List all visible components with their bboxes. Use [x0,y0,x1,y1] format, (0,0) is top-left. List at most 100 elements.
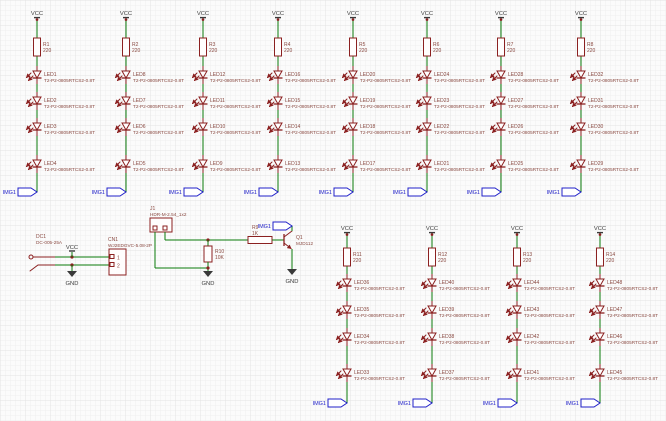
resistor-value-label[interactable]: 220 [359,48,368,54]
vcc-label[interactable]: VCC [272,11,284,17]
led-symbol[interactable] [341,66,358,84]
led-part-label[interactable]: T2-P2-0805RTCS2-0.8T [607,313,658,318]
port-label[interactable]: IMG1 [547,190,560,196]
vcc-label[interactable]: VCC [120,11,132,17]
led-symbol[interactable] [415,66,432,84]
q1-part-label[interactable]: MJD112 [296,241,313,246]
led-part-label[interactable]: T2-P2-0805RTCS2-0.8T [508,104,559,109]
led-part-label[interactable]: T2-P2-0805RTCS2-0.8T [360,167,411,172]
led-part-label[interactable]: T2-P2-0805RTCS2-0.8T [44,167,95,172]
header-part-label[interactable]: HDR-M-2.54_1x2 [150,212,187,217]
led-symbol[interactable] [25,155,42,173]
led-ref-label[interactable]: LED38 [439,334,455,340]
vcc-flag[interactable]: VCC [272,11,284,21]
resistor-value-label[interactable]: 220 [587,48,596,54]
led-symbol[interactable] [25,118,42,136]
vcc-flag[interactable]: VCC [421,11,433,21]
port-label[interactable]: IMG1 [483,401,496,407]
led-part-label[interactable]: T2-P2-0805RTCS2-0.8T [44,104,95,109]
vcc-flag[interactable]: VCC [66,245,78,252]
net-port[interactable]: IMG1 [258,221,293,231]
led-ref-label[interactable]: LED36 [354,280,370,286]
net-port[interactable]: IMG1 [547,187,582,197]
vcc-flag[interactable]: VCC [31,11,43,21]
port-label[interactable]: IMG1 [3,190,16,196]
port-label[interactable]: IMG1 [169,190,182,196]
net-port[interactable]: IMG1 [169,187,204,197]
led-part-label[interactable]: T2-P2-0805RTCS2-0.8T [434,104,485,109]
net-port[interactable]: IMG1 [483,398,518,408]
led-symbol[interactable] [505,274,522,292]
header-symbol[interactable] [149,217,173,233]
resistor-symbol[interactable] [343,247,351,267]
led-ref-label[interactable]: LED48 [607,280,623,286]
resistor-symbol[interactable] [577,37,585,57]
header-ref-label[interactable]: J1 [150,206,156,212]
led-symbol[interactable] [569,118,586,136]
net-port[interactable]: IMG1 [313,398,348,408]
led-symbol[interactable] [420,328,437,346]
led-symbol[interactable] [489,155,506,173]
led-part-label[interactable]: T2-P2-0805RTCS2-0.8T [285,167,336,172]
led-part-label[interactable]: T2-P2-0805RTCS2-0.8T [133,167,184,172]
led-ref-label[interactable]: LED15 [285,98,301,104]
vcc-flag[interactable]: VCC [575,11,587,21]
led-symbol[interactable] [266,155,283,173]
led-ref-label[interactable]: LED28 [508,72,524,78]
led-ref-label[interactable]: LED26 [508,124,524,130]
led-part-label[interactable]: T2-P2-0805RTCS2-0.8T [434,78,485,83]
led-part-label[interactable]: T2-P2-0805RTCS2-0.8T [588,130,639,135]
led-symbol[interactable] [114,155,131,173]
resistor-ref-label[interactable]: R8 [587,42,594,48]
port-label[interactable]: IMG1 [313,401,326,407]
led-ref-label[interactable]: LED14 [285,124,301,130]
led-ref-label[interactable]: LED45 [607,370,623,376]
resistor-value-label[interactable]: 220 [132,48,141,54]
led-part-label[interactable]: T2-P2-0805RTCS2-0.8T [354,286,405,291]
resistor-ref-label[interactable]: R2 [132,42,139,48]
terminal-block-symbol[interactable]: 1 2 [108,248,127,276]
net-port[interactable]: IMG1 [393,187,428,197]
led-part-label[interactable]: T2-P2-0805RTCS2-0.8T [524,340,575,345]
led-ref-label[interactable]: LED3 [44,124,57,130]
led-symbol[interactable] [341,155,358,173]
net-port[interactable]: IMG1 [398,398,433,408]
net-port[interactable]: IMG1 [467,187,502,197]
led-ref-label[interactable]: LED27 [508,98,524,104]
led-ref-label[interactable]: LED29 [588,161,604,167]
resistor-value-label[interactable]: 220 [353,258,362,264]
led-ref-label[interactable]: LED44 [524,280,540,286]
port-label[interactable]: IMG1 [467,190,480,196]
led-ref-label[interactable]: LED35 [354,307,370,313]
r9-ref-label[interactable]: R9 [252,225,259,231]
vcc-label[interactable]: VCC [594,226,606,232]
led-part-label[interactable]: T2-P2-0805RTCS2-0.8T [607,286,658,291]
led-symbol[interactable] [489,118,506,136]
vcc-label[interactable]: VCC [31,11,43,17]
resistor-ref-label[interactable]: R7 [507,42,514,48]
led-part-label[interactable]: T2-P2-0805RTCS2-0.8T [607,340,658,345]
led-ref-label[interactable]: LED23 [434,98,450,104]
led-part-label[interactable]: T2-P2-0805RTCS2-0.8T [210,78,261,83]
led-part-label[interactable]: T2-P2-0805RTCS2-0.8T [508,78,559,83]
led-ref-label[interactable]: LED30 [588,124,604,130]
led-part-label[interactable]: T2-P2-0805RTCS2-0.8T [524,313,575,318]
led-symbol[interactable] [415,155,432,173]
led-symbol[interactable] [25,92,42,110]
led-ref-label[interactable]: LED34 [354,334,370,340]
q1-ref-label[interactable]: Q1 [296,235,303,241]
r10-value-label[interactable]: 10K [215,255,225,261]
led-ref-label[interactable]: LED13 [285,161,301,167]
led-part-label[interactable]: T2-P2-0805RTCS2-0.8T [360,78,411,83]
led-symbol[interactable] [569,66,586,84]
led-part-label[interactable]: T2-P2-0805RTCS2-0.8T [588,104,639,109]
led-ref-label[interactable]: LED22 [434,124,450,130]
led-ref-label[interactable]: LED37 [439,370,455,376]
led-part-label[interactable]: T2-P2-0805RTCS2-0.8T [524,376,575,381]
led-part-label[interactable]: T2-P2-0805RTCS2-0.8T [508,130,559,135]
led-symbol[interactable] [505,364,522,382]
led-ref-label[interactable]: LED17 [360,161,376,167]
resistor-ref-label[interactable]: R12 [438,252,447,258]
